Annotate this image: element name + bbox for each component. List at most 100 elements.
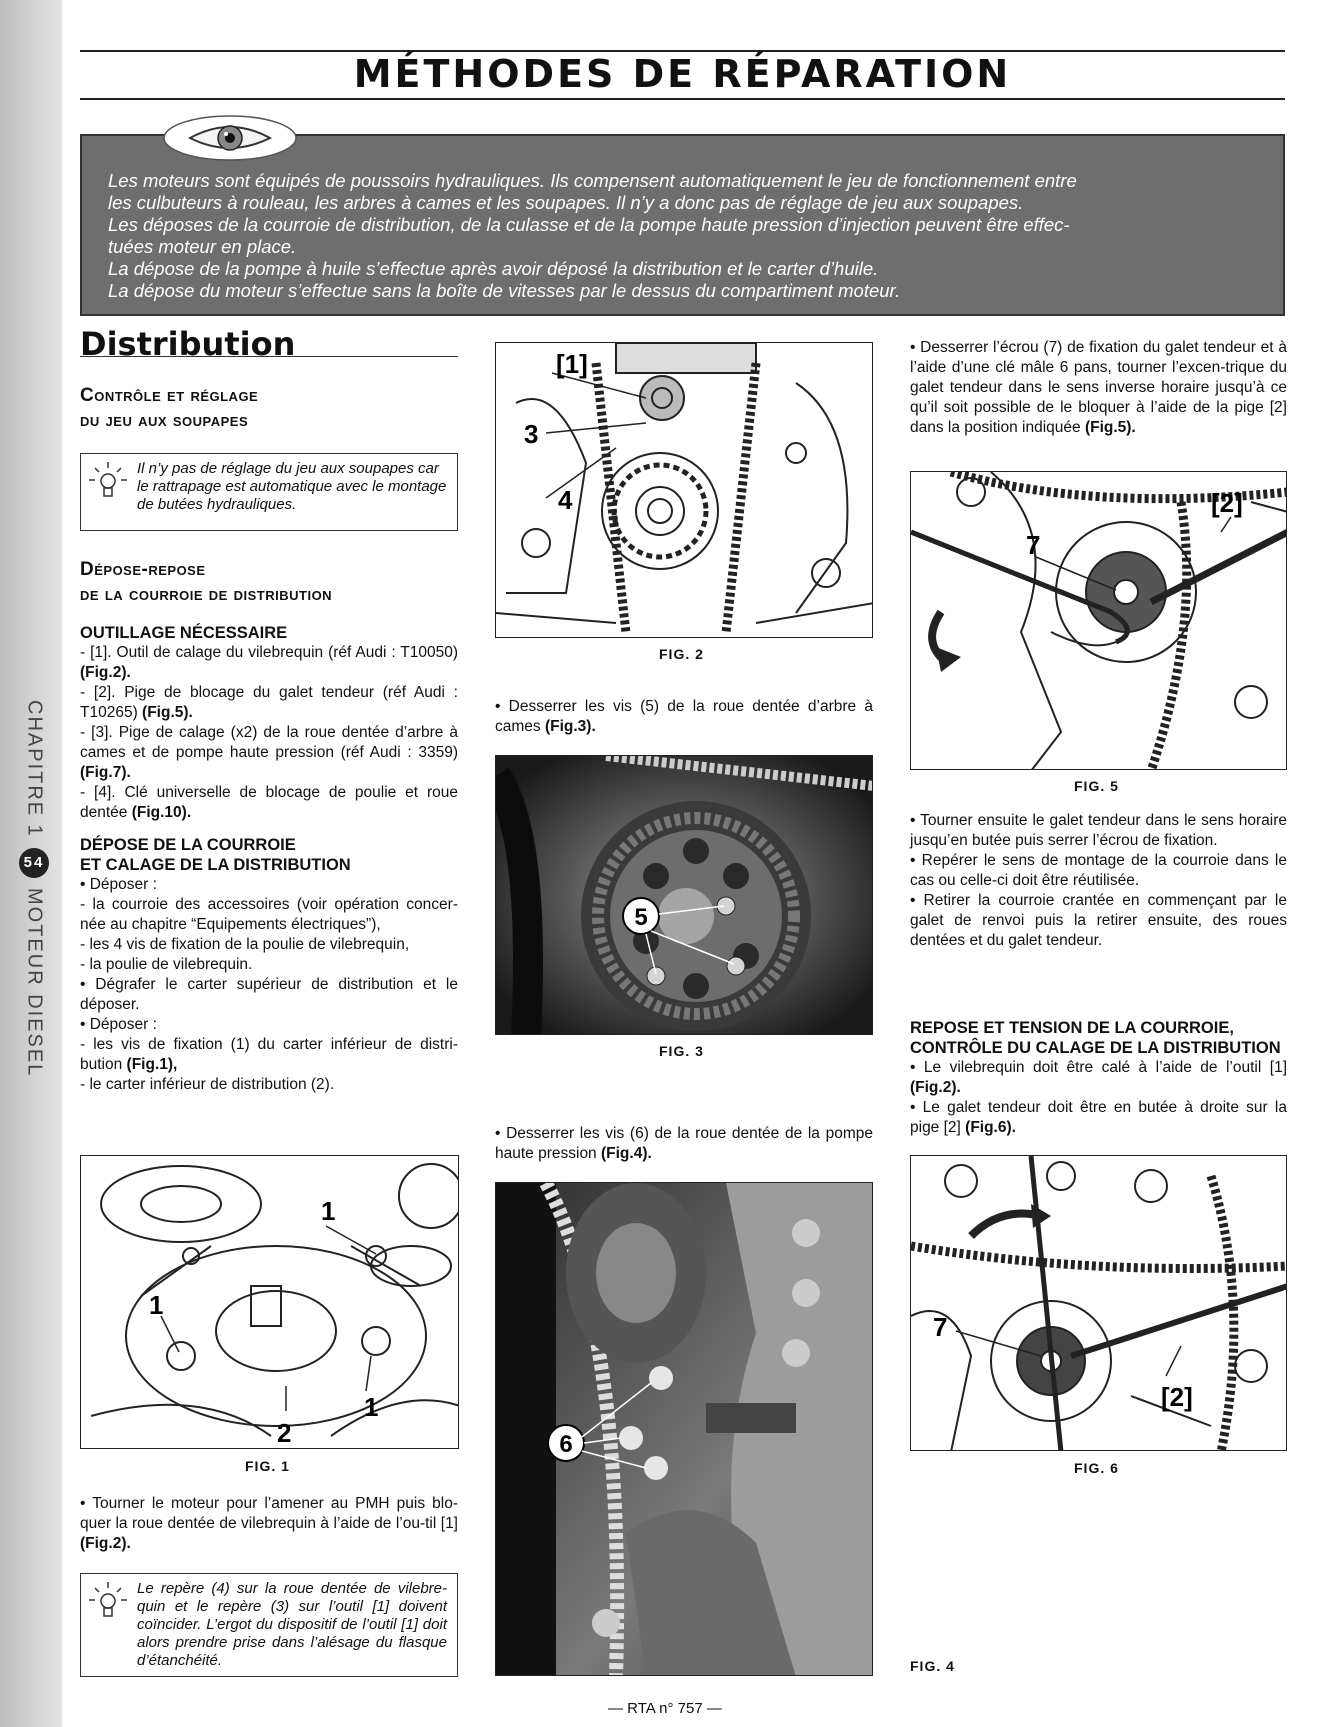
section-text: MOTEUR DIESEL <box>23 887 46 1078</box>
info-box: Les moteurs sont équipés de poussoirs hy… <box>80 134 1285 316</box>
figure-1: 1 1 1 2 <box>80 1155 459 1449</box>
step-item: - la courroie des accessoires (voir opér… <box>80 896 458 933</box>
lightbulb-icon <box>89 1582 127 1617</box>
fig1-callout-1b: 1 <box>149 1290 163 1320</box>
fig6-callout-2: [2] <box>1161 1382 1193 1412</box>
turn-paragraph: • Tourner le moteur pour l’amener au PMH… <box>80 1494 458 1554</box>
fig4-photo: 6 <box>496 1183 872 1675</box>
fig3-paragraph: • Desserrer les vis (5) de la roue denté… <box>495 697 873 737</box>
tool-item: - [2]. Pige de blocage du galet tendeur … <box>80 684 458 721</box>
heading-repose: REPOSE ET TENSION DE LA COURROIE, CONTRÔ… <box>910 1018 1287 1058</box>
heading-line: REPOSE ET TENSION DE LA COURROIE, <box>910 1019 1234 1037</box>
repose-step: • Le vilebrequin doit être calé à l’aide… <box>910 1059 1287 1096</box>
info-line: Les déposes de la courroie de distributi… <box>108 214 1070 235</box>
fig5-label: FIG. 5 <box>1074 778 1119 794</box>
fig5-drawing: [2] 7 <box>911 472 1286 769</box>
fig5-callout-2: [2] <box>1211 488 1243 518</box>
section-title-rule <box>80 356 458 357</box>
note-box-2: Le repère (4) sur la roue dentée de vile… <box>80 1573 458 1677</box>
heading-controle: Contrôle et réglage du jeu aux soupapes <box>80 383 458 433</box>
title-rule-bottom <box>80 98 1285 100</box>
step-item: • Dégrafer le carter supérieur de distri… <box>80 976 458 1013</box>
fig2-callout-1: [1] <box>556 349 588 379</box>
fig1-drawing: 1 1 1 2 <box>90 1163 458 1448</box>
step-item: - les 4 vis de fixation de la poulie de … <box>80 936 410 953</box>
lightbulb-icon <box>89 462 127 497</box>
heading-depose: Dépose-repose de la courroie de distribu… <box>80 557 458 607</box>
figure-6: 7 [2] <box>910 1155 1287 1451</box>
col3-mid-paragraph: • Tourner ensuite le galet tendeur dans … <box>910 811 1287 951</box>
col3-step: • Tourner ensuite le galet tendeur dans … <box>910 812 1287 849</box>
fig2-label: FIG. 2 <box>659 646 704 662</box>
heading-line: de la courroie de distribution <box>80 584 333 605</box>
fig1-label: FIG. 1 <box>245 1458 290 1474</box>
fig4-paragraph: • Desserrer les vis (6) de la roue denté… <box>495 1124 873 1164</box>
col3-top-text: • Desserrer l’écrou (7) de fixation du g… <box>910 339 1287 436</box>
fig6-callout-7: 7 <box>933 1312 947 1342</box>
title-rule-top <box>80 50 1285 52</box>
fig2-callout-3: 3 <box>524 419 538 449</box>
repose-step: • Le galet tendeur doit être en butée à … <box>910 1099 1287 1136</box>
tool-item: - [3]. Pige de calage (x2) de la roue de… <box>80 724 458 781</box>
heading-line: du jeu aux soupapes <box>80 410 249 431</box>
info-line: Les moteurs sont équipés de poussoirs hy… <box>108 170 1077 191</box>
fig3-label: FIG. 3 <box>659 1043 704 1059</box>
fig5-callout-7: 7 <box>1026 530 1040 560</box>
eye-icon <box>163 115 297 161</box>
heading-outillage: OUTILLAGE NÉCESSAIRE <box>80 624 288 642</box>
note-box-2-wrap: Le repère (4) sur la roue dentée de vile… <box>80 1573 458 1677</box>
col3-step: • Retirer la courroie crantée en commenç… <box>910 892 1287 949</box>
fig4-text: • Desserrer les vis (6) de la roue denté… <box>495 1125 873 1162</box>
col3-top-paragraph: • Desserrer l’écrou (7) de fixation du g… <box>910 338 1287 438</box>
note-box-1: Il n’y pas de réglage du jeu aux soupape… <box>80 453 458 531</box>
figure-5: [2] 7 <box>910 471 1287 770</box>
heading-line: DÉPOSE DE LA COURROIE <box>80 836 296 854</box>
heading-line: Dépose-repose <box>80 559 206 580</box>
tool-item: - [1]. Outil de calage du vilebrequin (r… <box>80 644 458 681</box>
heading-line: CONTRÔLE DU CALAGE DE LA DISTRIBUTION <box>910 1039 1281 1057</box>
step-item: - le carter inférieur de distribution (2… <box>80 1076 335 1093</box>
figure-3: 5 <box>495 755 873 1035</box>
figure-4: 6 <box>495 1182 873 1676</box>
heading-depose-courroie: DÉPOSE DE LA COURROIE ET CALAGE DE LA DI… <box>80 835 458 875</box>
info-line: tuées moteur en place. <box>108 236 297 257</box>
section-title: Distribution <box>80 325 296 363</box>
fig1-callout-1c: 1 <box>364 1392 378 1422</box>
info-line: La dépose du moteur s’effectue sans la b… <box>108 280 901 301</box>
fig1-callout-1a: 1 <box>321 1196 335 1226</box>
page-number-badge: 54 <box>19 847 49 878</box>
chapter-label: CHAPITRE 1 54 MOTEUR DIESEL <box>14 700 54 1200</box>
step-item: • Déposer : <box>80 1016 157 1033</box>
fig3-photo: 5 <box>496 756 872 1034</box>
note-text: Le repère (4) sur la roue dentée de vile… <box>137 1580 447 1669</box>
step-item: - la poulie de vilebrequin. <box>80 956 253 973</box>
info-line: La dépose de la pompe à huile s’effectue… <box>108 258 879 279</box>
repose-steps: • Le vilebrequin doit être calé à l’aide… <box>910 1058 1287 1138</box>
repose-section: REPOSE ET TENSION DE LA COURROIE, CONTRÔ… <box>910 1018 1287 1138</box>
fig4-callout-6: 6 <box>559 1431 572 1458</box>
fig6-label: FIG. 6 <box>1074 1460 1119 1476</box>
fig2-drawing: [1] 3 4 <box>496 343 872 634</box>
fig3-callout-5: 5 <box>634 904 647 931</box>
fig6-drawing: 7 [2] <box>911 1156 1286 1450</box>
figure-2: [1] 3 4 <box>495 342 873 638</box>
page-footer: — RTA n° 757 — <box>608 1700 722 1717</box>
heading-line: Contrôle et réglage <box>80 385 259 406</box>
page-title: MÉTHODES DE RÉPARATION <box>353 52 1012 96</box>
fig2-callout-4: 4 <box>558 485 573 515</box>
turn-text: • Tourner le moteur pour l’amener au PMH… <box>80 1495 458 1552</box>
info-line: les culbuteurs à rouleau, les arbres à c… <box>108 192 1024 213</box>
tools-list: - [1]. Outil de calage du vilebrequin (r… <box>80 643 458 823</box>
chapter-text: CHAPITRE 1 <box>23 700 46 838</box>
steps-list: • Déposer : - la courroie des accessoire… <box>80 875 458 1095</box>
heading-line: ET CALAGE DE LA DISTRIBUTION <box>80 856 351 874</box>
fig1-callout-2: 2 <box>277 1418 291 1448</box>
fig4-label: FIG. 4 <box>910 1658 955 1674</box>
column-1: Distribution Contrôle et réglage du jeu … <box>80 325 458 1095</box>
tool-item: - [4]. Clé universelle de blocage de pou… <box>80 784 458 821</box>
fig3-text: • Desserrer les vis (5) de la roue denté… <box>495 698 873 735</box>
step-item: - les vis de fixation (1) du carter infé… <box>80 1036 458 1073</box>
step-item: • Déposer : <box>80 876 157 893</box>
note-text: Il n’y pas de réglage du jeu aux soupape… <box>137 460 447 513</box>
col3-step: • Repérer le sens de montage de la courr… <box>910 852 1287 889</box>
